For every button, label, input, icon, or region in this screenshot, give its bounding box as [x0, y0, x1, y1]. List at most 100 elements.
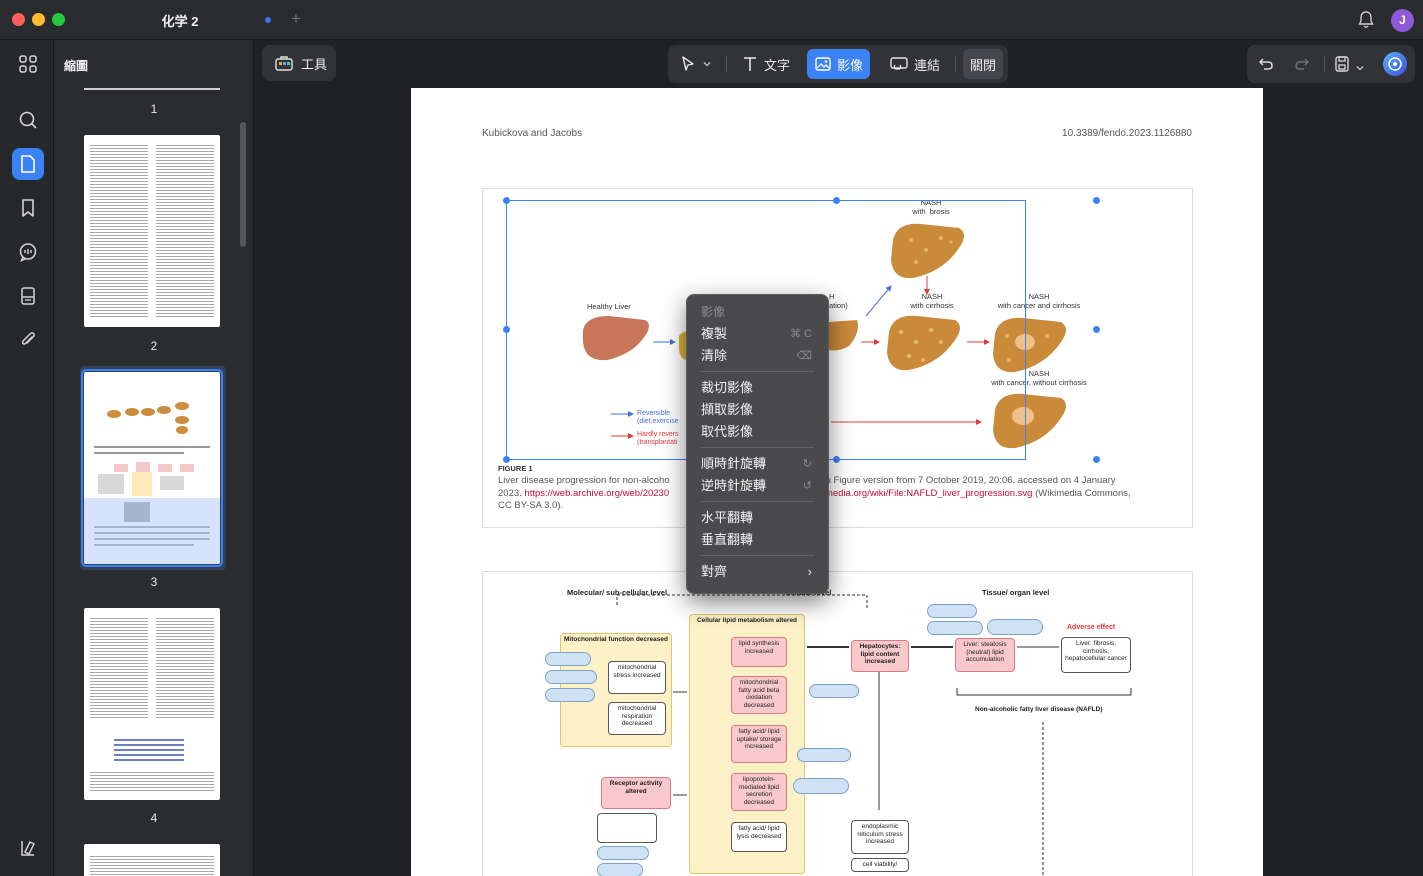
resize-handle-bottom-left[interactable]	[503, 456, 510, 463]
user-avatar[interactable]: J	[1391, 9, 1414, 32]
menu-item-copy[interactable]: 複製 ⌘ C	[687, 323, 828, 345]
resize-handle-bottom-center[interactable]	[833, 456, 840, 463]
comments-button[interactable]	[12, 236, 44, 268]
title-bar: 化学 2 + J	[0, 0, 1423, 40]
image-context-menu: 影像 複製 ⌘ C 清除 ⌫ 裁切影像 擷取影像 取代影像 順時針旋轉 ↻ 逆時…	[686, 294, 829, 594]
cell-viability-box: cell viability/	[851, 858, 909, 872]
page-4-thumbnail[interactable]	[84, 608, 220, 800]
new-tab-button[interactable]: +	[291, 9, 301, 28]
mito-respiration-box: mitochondrial respiration decreased	[608, 702, 666, 735]
menu-item-extract[interactable]: 擷取影像	[701, 402, 754, 417]
resize-handle-top-left[interactable]	[503, 197, 510, 204]
label-partial-h: H	[829, 292, 835, 301]
scan-button[interactable]	[12, 280, 44, 312]
lipoprotein-box: lipoprotein-mediated lipid secretion dec…	[731, 773, 787, 811]
label-nash-cancer-no-cirrhosis: NASH with cancer, without cirrhosis	[991, 369, 1087, 387]
redo-icon	[1295, 58, 1310, 70]
pointer-icon	[682, 56, 694, 71]
page-5-thumbnail[interactable]	[84, 844, 220, 876]
figure-1-graphic	[583, 223, 1066, 449]
document-tab-title[interactable]: 化学 2	[161, 14, 199, 29]
minimize-window-button[interactable]	[32, 13, 45, 26]
thumbnails-button[interactable]	[12, 148, 44, 180]
menu-item-rotate-ccw[interactable]: 逆時針旋轉 ↺	[687, 475, 828, 497]
save-options-button[interactable]	[1355, 60, 1365, 78]
resize-handle-top-right[interactable]	[1093, 197, 1100, 204]
undo-button[interactable]	[1257, 55, 1275, 78]
er-stress-box: endoplasmic reticulum stress increased	[851, 820, 909, 854]
healthy-liver	[583, 316, 649, 361]
figure-2-connectors	[616, 594, 1132, 876]
undo-icon	[1258, 58, 1273, 70]
liver-outcome-box: Liver: fibrosis, cirrhosis, hepatocellul…	[1061, 637, 1131, 673]
menu-item-flip-horizontal[interactable]: 水平翻轉	[701, 510, 754, 525]
left-tool-rail	[0, 40, 54, 876]
bookmark-icon	[22, 199, 34, 217]
resize-handle-left-center[interactable]	[503, 326, 510, 333]
tools-button[interactable]: 工具	[262, 45, 336, 81]
fig2-molecular-heading: Molecular/ sub-cellular level	[567, 588, 668, 597]
select-tool-button[interactable]	[672, 49, 719, 79]
resize-handle-right-center[interactable]	[1093, 326, 1100, 333]
zoom-window-button[interactable]	[52, 13, 65, 26]
attachments-button[interactable]	[12, 324, 44, 356]
save-button[interactable]	[1333, 55, 1351, 78]
notification-bell-icon[interactable]	[1357, 10, 1375, 35]
page-1-thumbnail-edge[interactable]	[84, 88, 220, 90]
menu-item-flip-vertical[interactable]: 垂直翻轉	[701, 532, 754, 547]
nafld-label: Non-alcoholic fatty liver disease (NAFLD…	[975, 706, 1103, 713]
image-tool-button[interactable]: 影像	[807, 49, 871, 79]
link-tool-button[interactable]: 連結	[882, 49, 947, 79]
close-window-button[interactable]	[12, 13, 25, 26]
caption-link-wikimedia[interactable]: wikimedia.org/wiki/File:NAFLD_liver_prog…	[809, 487, 1033, 499]
page-3-preview	[84, 402, 220, 564]
text-tool-label: 文字	[764, 57, 791, 73]
menu-item-align[interactable]: 對齊 ›	[687, 561, 828, 583]
thumb-number-4: 4	[150, 811, 158, 825]
ai-assistant-button[interactable]	[1383, 52, 1407, 76]
page-header-doi: 10.3389/fendo.2023.1126880	[1062, 128, 1192, 139]
edit-toolbar: 文字 影像 連結 關閉	[668, 45, 1008, 83]
sidebar-toggle-button[interactable]	[12, 832, 44, 864]
grid-view-button[interactable]	[12, 48, 44, 80]
grid-icon	[19, 55, 37, 73]
unsaved-dot-icon	[265, 17, 271, 23]
chevron-down-icon	[1356, 66, 1364, 71]
close-edit-button[interactable]: 關閉	[963, 49, 1004, 79]
search-button[interactable]	[12, 104, 44, 136]
chevron-right-icon: ›	[807, 564, 812, 579]
link-tool-label: 連結	[914, 57, 941, 73]
label-nash-fibrosis: NASH with brosis	[912, 198, 950, 216]
figure-2-frame	[482, 571, 1193, 876]
menu-item-crop[interactable]: 裁切影像	[701, 380, 754, 395]
page-2-thumbnail[interactable]	[84, 135, 220, 327]
document-canvas[interactable]: Kubickova and Jacobs 10.3389/fendo.2023.…	[255, 88, 1423, 876]
thumb-number-3: 3	[150, 575, 158, 589]
thumbnail-scrollbar[interactable]	[240, 122, 246, 247]
figure-1-label: FIGURE 1	[498, 464, 533, 473]
caption-link-archive[interactable]: https://web.archive.org/web/20230	[524, 487, 670, 499]
page-3-thumbnail[interactable]	[81, 369, 223, 567]
legend-hardly-reversible: Hardly revers (transplantati	[637, 431, 679, 446]
redo-button[interactable]	[1293, 55, 1311, 78]
text-tool-button[interactable]: 文字	[734, 49, 797, 79]
bookmarks-button[interactable]	[12, 192, 44, 224]
label-healthy-liver: Healthy Liver	[587, 302, 631, 311]
resize-handle-top-center[interactable]	[833, 197, 840, 204]
receptor-activity-box: Receptor activity altered	[601, 777, 671, 809]
copy-shortcut: ⌘ C	[790, 328, 812, 340]
text-icon	[744, 57, 756, 71]
tools-button-label: 工具	[301, 56, 328, 72]
steatosis-box: Liver: steatosis (neutral) lipid accumul…	[955, 638, 1015, 672]
menu-item-rotate-cw[interactable]: 順時針旋轉 ↻	[687, 453, 828, 475]
menu-item-clear[interactable]: 清除 ⌫	[687, 345, 828, 367]
legend-reversible: Reversible (diet,exercise	[637, 410, 679, 425]
pdf-page[interactable]: Kubickova and Jacobs 10.3389/fendo.2023.…	[411, 88, 1263, 876]
resize-handle-bottom-right[interactable]	[1093, 456, 1100, 463]
lipid-uptake-box: fatty acid/ lipid uptake/ storage increa…	[731, 725, 787, 763]
label-nash-cirrhosis: NASH with cirrhosis	[910, 292, 954, 310]
menu-item-replace[interactable]: 取代影像	[701, 424, 754, 439]
lipid-synthesis-box: lipid synthesis increased	[731, 637, 787, 667]
image-tool-label: 影像	[837, 57, 864, 73]
rotate-ccw-icon: ↺	[802, 480, 812, 492]
